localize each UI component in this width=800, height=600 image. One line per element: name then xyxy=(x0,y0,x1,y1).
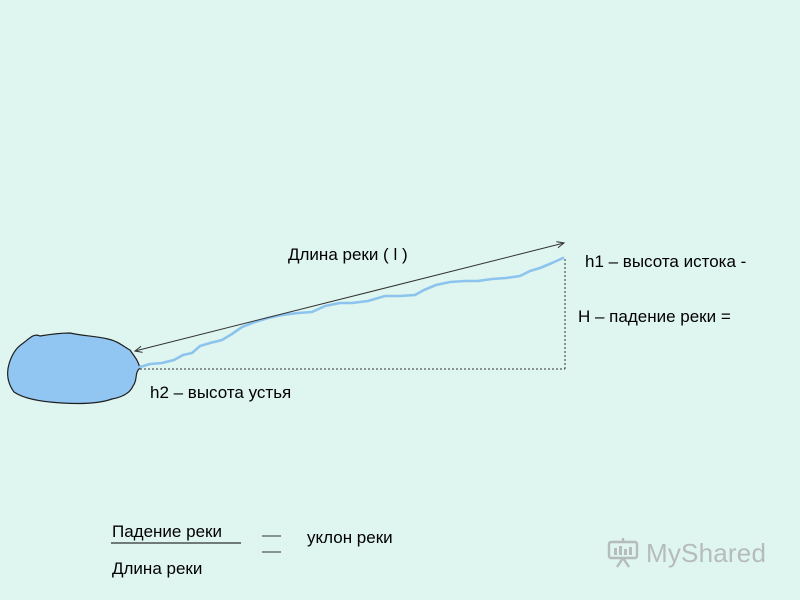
river-length-label: Длина реки ( l ) xyxy=(288,245,408,264)
formula-result: уклон реки xyxy=(307,528,393,547)
river-length-arrow xyxy=(135,243,564,351)
formula-denominator: Длина реки xyxy=(112,559,203,578)
mouth-height-label: h2 – высота устья xyxy=(150,383,292,402)
fall-label: H – падение реки = xyxy=(578,307,731,326)
formula-numerator: Падение реки xyxy=(112,522,222,541)
lake-shape xyxy=(7,332,141,405)
watermark-text: MyShared xyxy=(646,537,767,568)
river-profile-line xyxy=(138,256,565,369)
presentation-icon xyxy=(607,538,639,568)
watermark: MyShared xyxy=(606,536,766,570)
source-height-label: h1 – высота истока - xyxy=(585,252,747,271)
